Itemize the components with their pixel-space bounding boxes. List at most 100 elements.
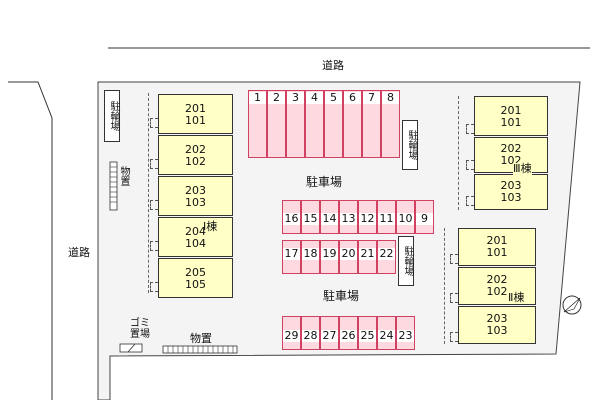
space-number: 16 bbox=[283, 212, 300, 225]
parking-space: 4 bbox=[305, 90, 324, 158]
parking-space: 5 bbox=[324, 90, 343, 158]
parking-space: 21 bbox=[358, 240, 377, 274]
space-number: 26 bbox=[340, 329, 357, 342]
space-number: 15 bbox=[302, 212, 319, 225]
parking-space: 16 bbox=[282, 200, 301, 234]
unit-block: 202 102 bbox=[474, 137, 548, 173]
parking-space: 7 bbox=[362, 90, 381, 158]
storage-bottom-label: 物置 bbox=[190, 332, 212, 345]
unit-block: 201 101 bbox=[458, 228, 536, 266]
unit-upper: 203 bbox=[486, 312, 508, 325]
parking-space: 28 bbox=[301, 316, 320, 350]
parking-space: 2 bbox=[267, 90, 286, 158]
parking-space: 9 bbox=[415, 200, 434, 234]
north-arrow-icon bbox=[562, 295, 582, 315]
unit-block: 203 103 bbox=[474, 174, 548, 210]
unit-lower: 102 bbox=[486, 285, 508, 298]
garbage-label: ゴミ置場 bbox=[130, 318, 150, 340]
unit-lower: 102 bbox=[500, 154, 522, 167]
parking-space: 12 bbox=[358, 200, 377, 234]
unit-block: 203 103 bbox=[458, 306, 536, 344]
parking-space: 1 bbox=[248, 90, 267, 158]
space-number: 2 bbox=[268, 92, 285, 104]
unit-upper: 201 bbox=[486, 234, 508, 247]
space-number: 7 bbox=[363, 92, 380, 104]
space-number: 17 bbox=[283, 247, 300, 260]
space-number: 22 bbox=[378, 247, 395, 260]
building-2-name: Ⅱ棟 bbox=[508, 291, 525, 304]
building-1-name: Ⅰ棟 bbox=[203, 220, 218, 233]
space-number: 28 bbox=[302, 329, 319, 342]
space-number: 11 bbox=[378, 212, 395, 225]
unit-upper: 201 bbox=[500, 104, 522, 117]
unit-lower: 103 bbox=[185, 196, 206, 209]
unit-lower: 103 bbox=[486, 324, 508, 337]
space-number: 1 bbox=[249, 92, 266, 104]
space-number: 20 bbox=[340, 247, 357, 260]
bicycle-parking-mid-low: 駐輪場 bbox=[398, 236, 414, 286]
space-number: 12 bbox=[359, 212, 376, 225]
building-3-name: Ⅲ棟 bbox=[513, 162, 532, 175]
parking-lot-label-bottom: 駐車場 bbox=[323, 289, 360, 303]
space-number: 18 bbox=[302, 247, 319, 260]
unit-block: 205 105 bbox=[158, 258, 233, 298]
unit-upper: 204 bbox=[185, 225, 206, 238]
space-number: 5 bbox=[325, 92, 342, 104]
parking-space: 23 bbox=[396, 316, 415, 350]
space-number: 9 bbox=[416, 213, 433, 225]
space-number: 29 bbox=[283, 329, 300, 342]
space-number: 21 bbox=[359, 247, 376, 260]
bicycle-parking-left: 駐輪場 bbox=[104, 90, 120, 142]
bicycle-parking-mid-top: 駐輪場 bbox=[402, 120, 418, 170]
unit-lower: 104 bbox=[185, 237, 206, 250]
space-number: 14 bbox=[321, 212, 338, 225]
space-number: 19 bbox=[321, 247, 338, 260]
unit-lower: 105 bbox=[185, 278, 206, 291]
unit-lower: 102 bbox=[185, 155, 206, 168]
unit-upper: 202 bbox=[185, 143, 206, 156]
parking-space: 24 bbox=[377, 316, 396, 350]
storage-bottom-rack bbox=[162, 345, 238, 354]
parking-space: 20 bbox=[339, 240, 358, 274]
unit-block: 201 101 bbox=[474, 96, 548, 136]
space-number: 13 bbox=[340, 212, 357, 225]
storage-left-label: 物置 bbox=[118, 166, 129, 186]
space-number: 25 bbox=[359, 329, 376, 342]
parking-space: 25 bbox=[358, 316, 377, 350]
parking-space: 27 bbox=[320, 316, 339, 350]
unit-upper: 203 bbox=[185, 184, 206, 197]
space-number: 24 bbox=[378, 329, 395, 342]
space-number: 8 bbox=[382, 92, 399, 104]
unit-lower: 103 bbox=[500, 191, 522, 204]
road-left-label: 道路 bbox=[68, 246, 90, 259]
unit-block: 204 104 bbox=[158, 217, 233, 257]
space-number: 23 bbox=[397, 329, 414, 342]
unit-upper: 202 bbox=[486, 273, 508, 286]
parking-space: 26 bbox=[339, 316, 358, 350]
parking-space: 8 bbox=[381, 90, 400, 158]
parking-space: 22 bbox=[377, 240, 396, 274]
space-number: 3 bbox=[287, 92, 304, 104]
parking-space: 10 bbox=[396, 200, 415, 234]
parking-space: 17 bbox=[282, 240, 301, 274]
unit-block: 203 103 bbox=[158, 176, 233, 216]
unit-block: 202 102 bbox=[158, 135, 233, 175]
space-number: 6 bbox=[344, 92, 361, 104]
parking-space: 3 bbox=[286, 90, 305, 158]
parking-space: 15 bbox=[301, 200, 320, 234]
parking-space: 19 bbox=[320, 240, 339, 274]
space-number: 27 bbox=[321, 329, 338, 342]
parking-space: 14 bbox=[320, 200, 339, 234]
unit-upper: 205 bbox=[185, 266, 206, 279]
parking-space: 29 bbox=[282, 316, 301, 350]
parking-space: 11 bbox=[377, 200, 396, 234]
unit-upper: 203 bbox=[500, 179, 522, 192]
road-left-edge bbox=[8, 81, 53, 400]
road-top-label: 道路 bbox=[322, 59, 344, 72]
parking-lot-label-top: 駐車場 bbox=[306, 175, 343, 189]
space-number: 4 bbox=[306, 92, 323, 104]
unit-upper: 201 bbox=[185, 102, 206, 115]
unit-lower: 101 bbox=[486, 246, 508, 259]
storage-left-rack bbox=[109, 161, 118, 211]
parking-space: 6 bbox=[343, 90, 362, 158]
